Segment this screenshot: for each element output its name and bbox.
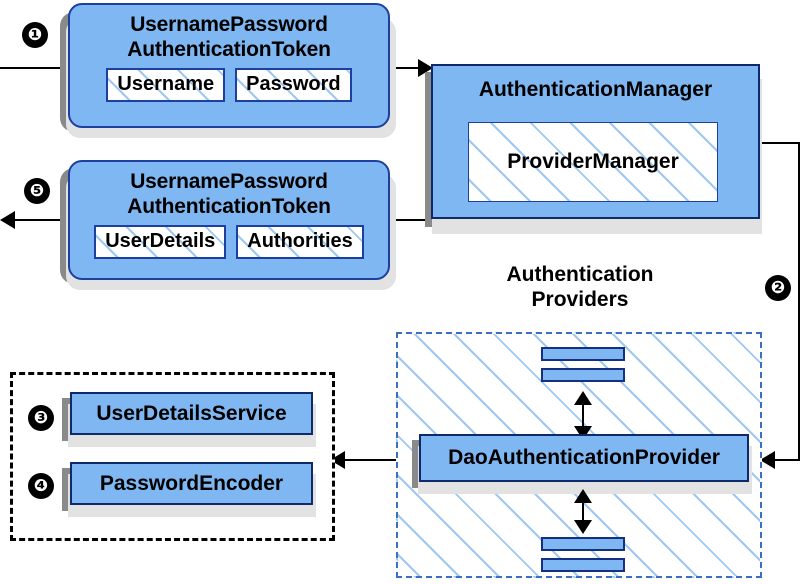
slot-userdetails[interactable]: UserDetails xyxy=(94,225,227,259)
provider-manager-node[interactable]: ProviderManager xyxy=(468,122,718,202)
request-token-title-line2: AuthenticationToken xyxy=(127,38,331,61)
request-token-title-line1: UsernamePassword xyxy=(130,13,328,36)
authentication-manager-title: AuthenticationManager xyxy=(478,78,713,101)
connector-right-bus xyxy=(798,142,800,460)
request-token-title: UsernamePassword AuthenticationToken xyxy=(127,12,331,62)
connector-bus-to-dao xyxy=(775,459,800,461)
connector-manager-right xyxy=(760,142,800,144)
connector-token-to-manager xyxy=(388,67,420,69)
connector-incoming-request xyxy=(0,67,70,69)
dao-authentication-provider-label: DaoAuthenticationProvider xyxy=(448,446,720,469)
step-badge-3: ❸ xyxy=(28,405,54,431)
authentication-providers-caption: Authentication Providers xyxy=(460,262,700,312)
connector-dao-down xyxy=(582,496,584,524)
slot-authorities-label: Authorities xyxy=(247,230,353,252)
authentication-manager-node[interactable]: AuthenticationManager ProviderManager xyxy=(431,64,760,219)
provider-manager-label: ProviderManager xyxy=(507,150,679,173)
response-token-card[interactable]: UsernamePassword AuthenticationToken Use… xyxy=(68,160,390,280)
slot-password-label: Password xyxy=(246,73,341,95)
connector-response-out xyxy=(15,219,70,221)
slot-username-label: Username xyxy=(117,73,215,95)
step-badge-5: ❺ xyxy=(24,178,50,204)
passwordencoder-label: PasswordEncoder xyxy=(99,471,284,495)
slot-username[interactable]: Username xyxy=(106,68,226,102)
request-token-slots: Username Password xyxy=(106,68,352,102)
step-badge-4: ❹ xyxy=(28,473,54,499)
step-badge-2: ❷ xyxy=(765,275,791,301)
provider-bar-top-2[interactable] xyxy=(541,368,625,382)
providers-caption-line2: Providers xyxy=(531,288,629,311)
connector-dao-to-support xyxy=(345,459,420,461)
response-token-title-line1: UsernamePassword xyxy=(130,170,328,193)
arrowhead-to-dao-icon xyxy=(760,451,775,469)
arrowhead-down-bottom-icon xyxy=(574,520,592,534)
connector-dao-up xyxy=(582,398,584,430)
arrowhead-response-out-icon xyxy=(0,211,15,229)
step-badge-1: ❶ xyxy=(22,22,48,48)
userdetailsservice-label: UserDetailsService xyxy=(96,401,287,425)
response-token-title-line2: AuthenticationToken xyxy=(127,195,331,218)
provider-bar-bottom-2[interactable] xyxy=(541,558,625,572)
slot-userdetails-label: UserDetails xyxy=(105,230,216,252)
response-token-title: UsernamePassword AuthenticationToken xyxy=(127,169,331,219)
slot-password[interactable]: Password xyxy=(235,68,352,102)
provider-bar-bottom-1[interactable] xyxy=(541,537,625,551)
provider-bar-top-1[interactable] xyxy=(541,347,625,361)
passwordencoder-node[interactable]: PasswordEncoder xyxy=(70,462,313,505)
response-token-slots: UserDetails Authorities xyxy=(94,225,364,259)
slot-authorities[interactable]: Authorities xyxy=(236,225,364,259)
userdetailsservice-node[interactable]: UserDetailsService xyxy=(70,392,313,435)
providers-caption-line1: Authentication xyxy=(506,263,654,286)
dao-authentication-provider-node[interactable]: DaoAuthenticationProvider xyxy=(419,434,749,482)
request-token-card[interactable]: UsernamePassword AuthenticationToken Use… xyxy=(68,3,390,128)
